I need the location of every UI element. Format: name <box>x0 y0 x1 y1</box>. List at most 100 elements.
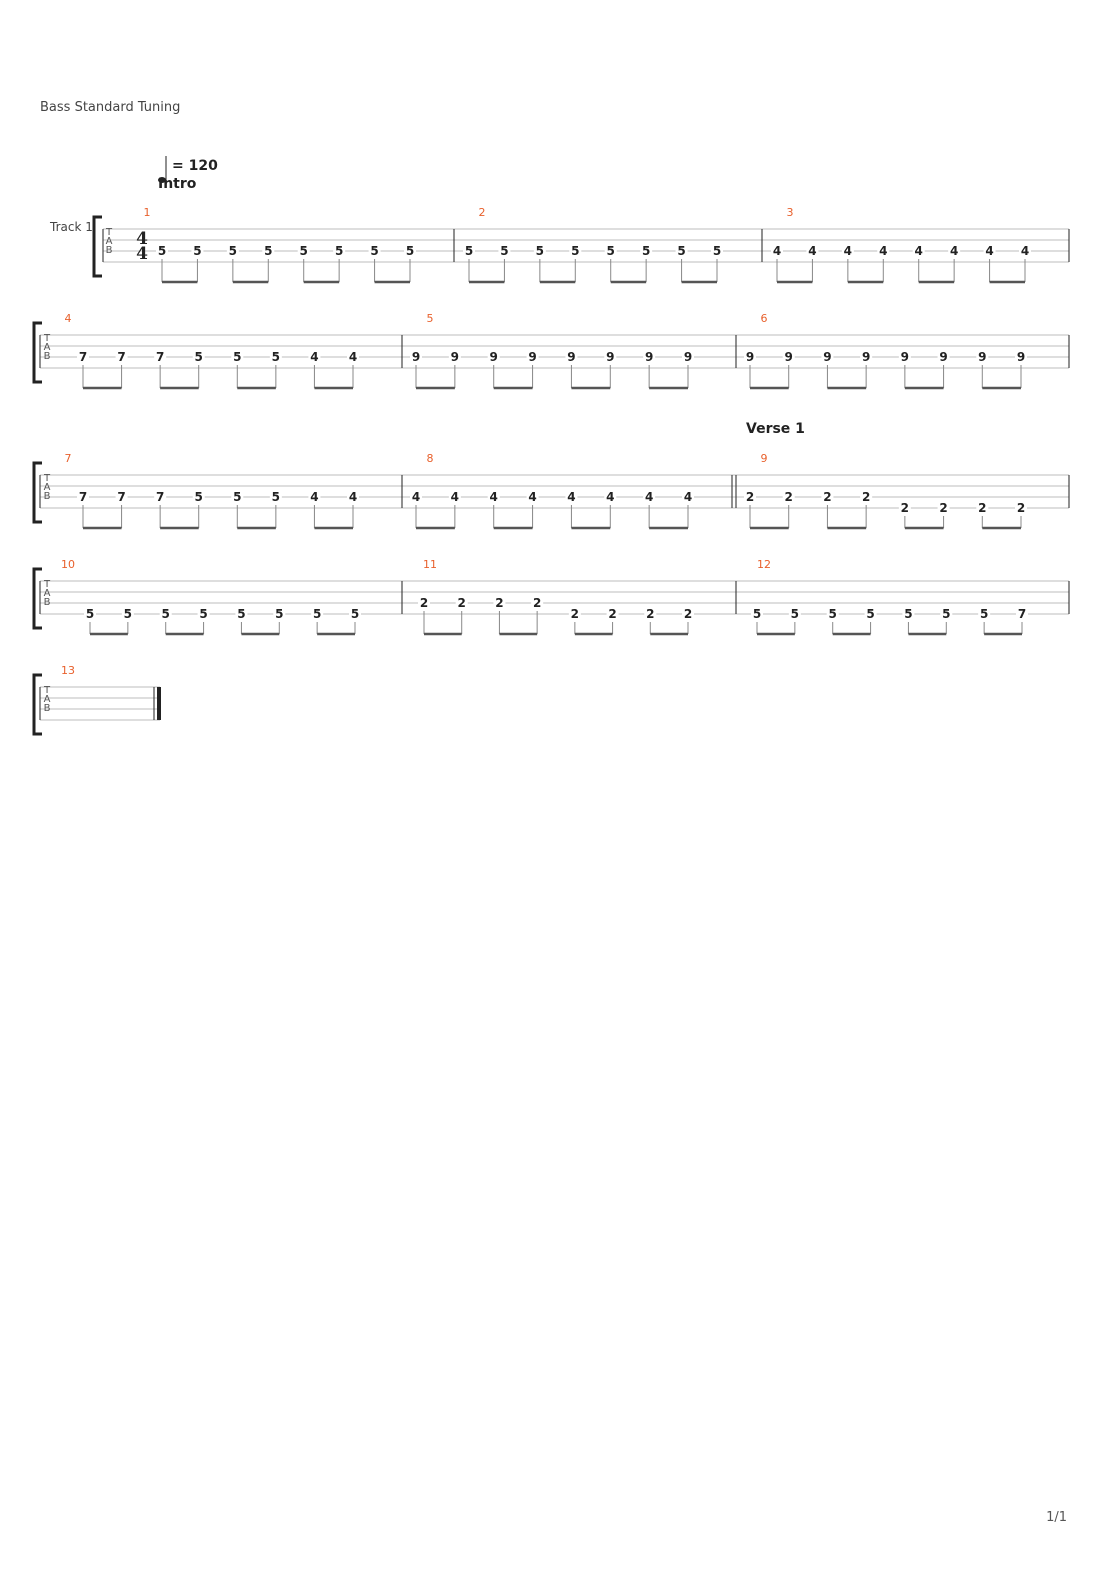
fret-number: 5 <box>904 607 912 621</box>
fret-number: 5 <box>370 244 378 258</box>
fret-mask <box>308 350 321 363</box>
fret-number: 5 <box>335 244 343 258</box>
tab-clef-letter: B <box>44 703 51 714</box>
fret-number: 4 <box>915 244 923 258</box>
fret-mask <box>643 490 656 503</box>
fret-mask <box>262 244 275 257</box>
tab-clef-letter: A <box>106 236 113 247</box>
fret-number: 4 <box>645 490 653 504</box>
fret-number: 7 <box>1018 607 1026 621</box>
fret-mask <box>948 244 961 257</box>
fret-mask <box>121 607 134 620</box>
measure-number: 6 <box>761 312 768 325</box>
fret-number: 5 <box>86 607 94 621</box>
fret-number: 7 <box>117 350 125 364</box>
fret-mask <box>711 244 723 257</box>
fret-number: 5 <box>275 607 283 621</box>
fret-number: 7 <box>79 490 87 504</box>
fret-mask <box>308 490 321 503</box>
fret-mask <box>154 350 167 363</box>
fret-number: 5 <box>536 244 544 258</box>
fret-number: 2 <box>533 596 541 610</box>
fret-mask <box>751 607 763 620</box>
measure-number: 5 <box>427 312 434 325</box>
fret-number: 5 <box>193 244 201 258</box>
fret-number: 2 <box>458 596 466 610</box>
measure-number: 8 <box>427 452 434 465</box>
fret-number: 9 <box>451 350 459 364</box>
fret-number: 5 <box>300 244 308 258</box>
fret-number: 5 <box>942 607 950 621</box>
fret-mask <box>192 490 205 503</box>
fret-mask <box>644 607 657 620</box>
system-bracket <box>32 461 42 524</box>
fret-mask <box>860 350 873 363</box>
fret-mask <box>565 350 578 363</box>
fret-mask <box>1015 501 1027 514</box>
tab-clef-letter: T <box>43 333 51 344</box>
fret-number: 9 <box>746 350 754 364</box>
fret-mask <box>349 607 361 620</box>
fret-number: 4 <box>349 490 357 504</box>
fret-number: 5 <box>713 244 721 258</box>
measure-number: 2 <box>479 206 486 219</box>
fret-number: 4 <box>773 244 781 258</box>
fret-number: 4 <box>606 490 614 504</box>
measure-number: 9 <box>761 452 768 465</box>
fret-mask <box>463 244 475 257</box>
tab-clef-letter: B <box>106 245 113 256</box>
fret-mask <box>902 607 915 620</box>
fret-mask <box>77 350 89 363</box>
tab-clef-letter: T <box>43 473 51 484</box>
fret-number: 9 <box>567 350 575 364</box>
fret-mask <box>448 350 461 363</box>
measure-number: 3 <box>787 206 794 219</box>
fret-number: 5 <box>753 607 761 621</box>
fret-mask <box>976 350 989 363</box>
fret-number: 5 <box>607 244 615 258</box>
final-barline-thick <box>157 687 161 720</box>
fret-mask <box>604 244 617 257</box>
tuning-label: Bass Standard Tuning <box>40 100 181 115</box>
fret-mask <box>568 607 581 620</box>
fret-number: 2 <box>746 490 754 504</box>
fret-number: 5 <box>195 490 203 504</box>
fret-mask <box>771 244 783 257</box>
fret-number: 4 <box>985 244 993 258</box>
section-label-intro: Intro <box>158 176 197 192</box>
fret-number: 4 <box>879 244 887 258</box>
fret-number: 2 <box>862 490 870 504</box>
fret-number: 2 <box>978 501 986 515</box>
measure-number: 1 <box>144 206 151 219</box>
fret-mask <box>860 490 873 503</box>
fret-number: 5 <box>229 244 237 258</box>
fret-mask <box>877 244 890 257</box>
fret-number: 5 <box>677 244 685 258</box>
tab-clef-letter: A <box>44 588 51 599</box>
fret-mask <box>898 501 911 514</box>
fret-number: 9 <box>823 350 831 364</box>
measure-number: 10 <box>61 558 75 571</box>
fret-mask <box>526 490 539 503</box>
fret-number: 5 <box>233 350 241 364</box>
tab-clef-letter: A <box>44 694 51 705</box>
fret-number: 2 <box>785 490 793 504</box>
fret-mask <box>455 596 468 609</box>
tempo-marking: = 120 <box>172 158 218 174</box>
fret-number: 9 <box>528 350 536 364</box>
fret-number: 2 <box>420 596 428 610</box>
fret-mask <box>533 244 546 257</box>
fret-number: 4 <box>684 490 692 504</box>
tab-clef-letter: B <box>44 491 51 502</box>
fret-number: 9 <box>901 350 909 364</box>
fret-mask <box>115 490 128 503</box>
fret-mask <box>487 350 500 363</box>
fret-number: 2 <box>646 607 654 621</box>
tab-clef-letter: T <box>105 227 113 238</box>
fret-mask <box>940 607 953 620</box>
fret-number: 5 <box>272 350 280 364</box>
fret-number: 9 <box>785 350 793 364</box>
fret-number: 5 <box>264 244 272 258</box>
fret-number: 9 <box>606 350 614 364</box>
